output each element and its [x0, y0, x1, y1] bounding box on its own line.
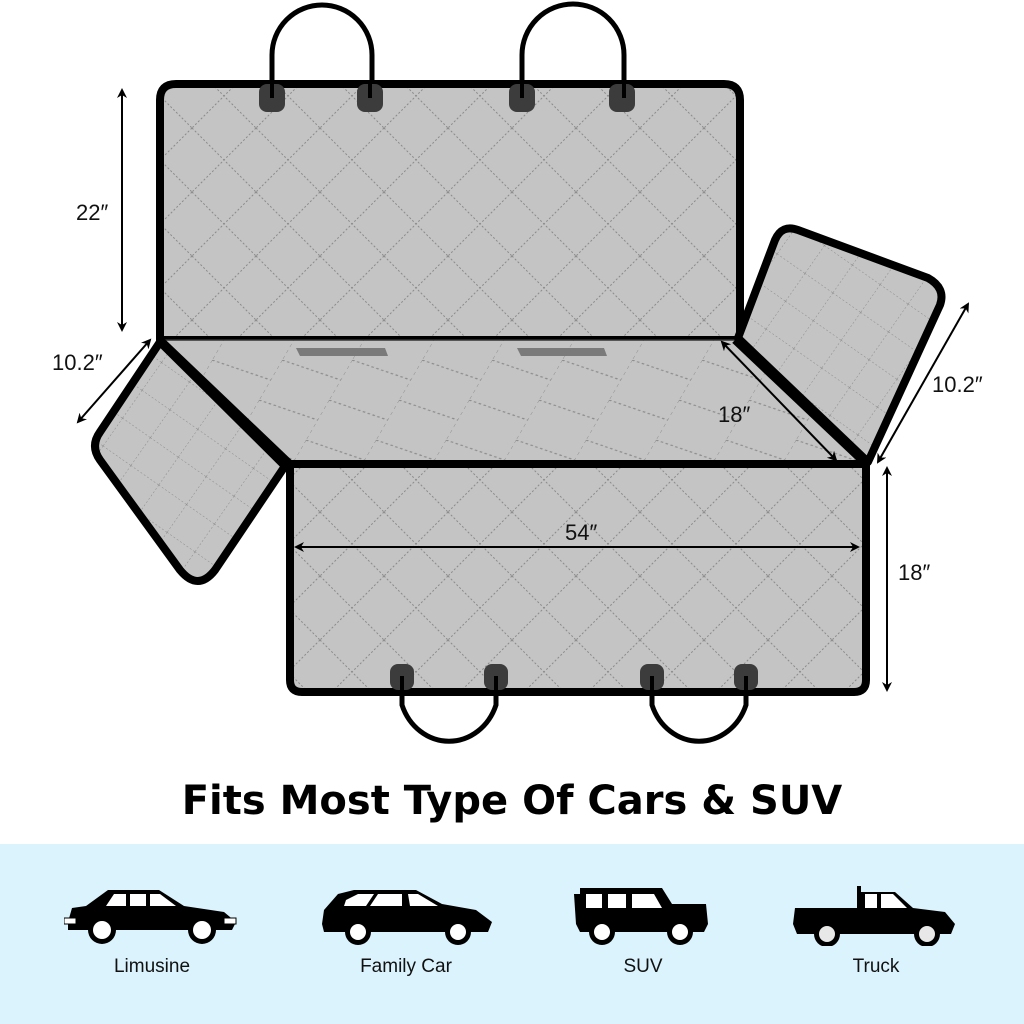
seat-cover-illustration	[76, 1, 969, 744]
arrow-seat-depth	[720, 340, 838, 462]
dimension-seat-width: 54″	[565, 520, 598, 545]
dimension-seat-depth: 18″	[718, 402, 751, 427]
dimension-backrest-height: 22″	[76, 200, 109, 225]
headrest-strap-left	[269, 2, 375, 96]
arrow-left-flap	[76, 338, 152, 424]
arrow-right-flap	[877, 302, 969, 464]
vehicle-types-band: Limusine Family Car SUV Truck	[0, 844, 1024, 1024]
sedan-icon	[64, 890, 237, 944]
bottom-strap-left	[399, 676, 499, 744]
seat-cover-diagram: 22″ 10.2″ 18″ 10.2″ 54″ 18″	[52, 1, 983, 744]
vehicle-label: Family Car	[360, 956, 452, 977]
station-wagon-icon	[322, 890, 492, 945]
vehicle-label: Truck	[852, 956, 900, 977]
vehicle-item-truck: Truck	[776, 884, 976, 978]
dimension-left-flap-width: 10.2″	[52, 350, 103, 375]
vehicle-item-family-car: Family Car	[306, 884, 506, 978]
headline: Fits Most Type Of Cars & SUV	[181, 778, 843, 824]
vehicle-label: Limusine	[113, 956, 191, 977]
dimension-right-flap-width: 10.2″	[932, 372, 983, 397]
backrest-panel	[156, 80, 744, 344]
suv-icon	[574, 888, 708, 945]
dimension-arrows	[76, 88, 969, 692]
bottom-strap-right	[649, 676, 749, 744]
headrest-strap-right	[519, 1, 627, 96]
dimension-front-height: 18″	[898, 560, 931, 585]
front-drop-panel	[286, 460, 870, 696]
vehicle-item-limusine: Limusine	[52, 884, 252, 978]
seatbelt-slot-right	[517, 348, 607, 356]
pickup-truck-icon	[793, 886, 955, 946]
seatbelt-slot-left	[296, 348, 388, 356]
vehicle-label: SUV	[623, 956, 663, 977]
vehicle-item-suv: SUV	[543, 884, 743, 978]
